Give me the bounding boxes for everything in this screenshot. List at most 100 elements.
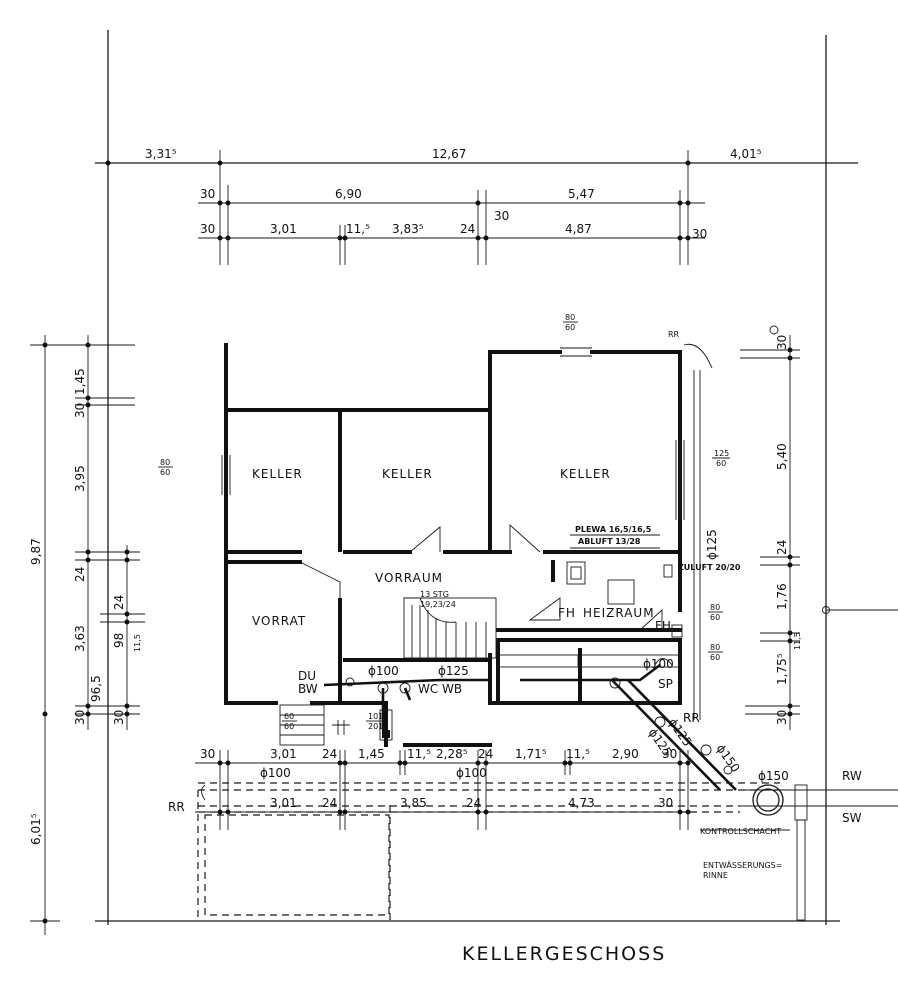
note-rr-1: RR xyxy=(668,330,680,339)
note-stairs-count: 13 STG xyxy=(420,590,449,599)
pipe-label-9: ϕ100 xyxy=(260,766,291,780)
drawing-title: KELLERGESCHOSS xyxy=(462,943,666,965)
note-plewa: PLEWA 16,5/16,5 xyxy=(575,525,652,534)
pipe-label-10: ϕ100 xyxy=(456,766,487,780)
dim-top-3e: 24 xyxy=(460,222,475,236)
window-5-bot: 60 xyxy=(710,653,720,662)
window-7-top: 101 xyxy=(368,712,383,721)
dim-bottom-2a: 3,01 xyxy=(270,796,297,810)
window-6-top: 60 xyxy=(284,712,294,721)
dimension-bottom: 30 3,01 24 1,45 11,⁵ 2,28⁵ 24 1,71⁵ 11,⁵… xyxy=(195,747,691,830)
dim-top-3a: 30 xyxy=(200,222,215,236)
dim-left-e: 3,63 xyxy=(73,625,87,652)
dim-bottom-2d: 24 xyxy=(466,796,481,810)
dim-top-1b: 12,67 xyxy=(432,147,466,161)
note-kontrollschacht: KONTROLLSCHACHT xyxy=(700,827,781,836)
dim-top-2a: 30 xyxy=(200,187,215,201)
pipe-label-8: ϕ150 xyxy=(758,769,789,783)
pipe-label-2: ϕ125 xyxy=(438,664,469,678)
note-sw: SW xyxy=(842,811,862,825)
note-entwaesserung-1: ENTWÄSSERUNGS= xyxy=(703,860,782,870)
dim-left-b: 30 xyxy=(73,403,87,418)
dim-top-2b: 6,90 xyxy=(335,187,362,201)
dim-left-h: 24 xyxy=(112,595,126,610)
dim-bottom-2b: 24 xyxy=(322,796,337,810)
walls xyxy=(221,343,685,747)
dim-right-f: 11,5 xyxy=(793,632,802,650)
dim-top-3c: 11,⁵ xyxy=(346,222,370,236)
dim-bottom-2c: 3,85 xyxy=(400,796,427,810)
dim-left-g: 30 xyxy=(73,710,87,725)
dim-bottom-2f: 30 xyxy=(658,796,673,810)
dim-top-3h: 30 xyxy=(692,227,707,241)
label-bw: BW xyxy=(298,682,318,696)
note-abluft: ABLUFT 13/28 xyxy=(578,537,641,546)
window-3-bot: 60 xyxy=(716,459,726,468)
window-5-top: 80 xyxy=(710,643,720,652)
room-vorrat: VORRAT xyxy=(252,614,306,628)
terrace-outline xyxy=(197,782,898,921)
dim-top-3b: 3,01 xyxy=(270,222,297,236)
note-stairs-dim: 19,23/24 xyxy=(420,600,456,609)
label-sp: SP xyxy=(658,677,673,691)
pipe-label-1: ϕ100 xyxy=(368,664,399,678)
drain-pipes xyxy=(201,343,737,801)
dim-left-c: 3,95 xyxy=(73,465,87,492)
dim-left-k: 30 xyxy=(112,710,126,725)
dim-left-bottom: 6,01⁵ xyxy=(29,813,43,845)
dim-bottom-1h: 1,71⁵ xyxy=(515,747,547,761)
dim-bottom-1g: 24 xyxy=(478,747,493,761)
dim-top-3d: 3,83⁵ xyxy=(392,222,424,236)
room-keller-3: KELLER xyxy=(560,467,611,481)
label-du: DU xyxy=(298,669,316,683)
dim-left-a: 1,45 xyxy=(73,368,87,395)
dim-right-a: 30 xyxy=(775,335,789,350)
window-2-top: 80 xyxy=(160,458,170,467)
pipe-label-5: ϕ125 xyxy=(646,726,675,759)
dim-left-f: 96,5 xyxy=(89,675,103,702)
dim-bottom-1a: 30 xyxy=(200,747,215,761)
window-labels: 80 60 80 60 125 60 80 60 80 60 60 60 101… xyxy=(158,313,730,731)
note-zuluft: ZULUFT 20/20 xyxy=(678,563,741,572)
room-labels: KELLER KELLER KELLER VORRAUM VORRAT HEIZ… xyxy=(252,467,673,696)
dim-top-3g: 4,87 xyxy=(565,222,592,236)
dim-top-1a: 3,31⁵ xyxy=(145,147,177,161)
dim-bottom-1i: 11,⁵ xyxy=(566,747,590,761)
note-rr-2: RR xyxy=(683,711,700,725)
pipe-label-4: ϕ125 xyxy=(705,529,719,560)
window-4-top: 80 xyxy=(710,603,720,612)
dim-top-2c: 5,47 xyxy=(568,187,595,201)
window-6-bot: 60 xyxy=(284,722,294,731)
label-fh-1: FH xyxy=(558,606,576,620)
dim-bottom-1b: 3,01 xyxy=(270,747,297,761)
dim-bottom-1j: 2,90 xyxy=(612,747,639,761)
dim-top-3f: 30 xyxy=(494,209,509,223)
pipe-label-3: ϕ100 xyxy=(643,657,674,671)
dim-top-1c: 4,01⁵ xyxy=(730,147,762,161)
window-3-top: 125 xyxy=(714,449,729,458)
dim-right-b: 5,40 xyxy=(775,443,789,470)
note-entwaesserung-2: RINNE xyxy=(703,871,728,880)
label-fh-2: FH xyxy=(655,619,671,633)
dim-bottom-1c: 24 xyxy=(322,747,337,761)
dim-bottom-2e: 4,73 xyxy=(568,796,595,810)
dim-bottom-1k: 30 xyxy=(662,747,677,761)
window-7-bot: 201 xyxy=(368,722,383,731)
note-rr-3: RR xyxy=(168,800,185,814)
dim-right-c: 24 xyxy=(775,540,789,555)
note-rw: RW xyxy=(842,769,862,783)
dim-left-d: 24 xyxy=(73,567,87,582)
dimension-left: 9,87 6,01⁵ 1,45 30 3,95 24 3,63 96,5 30 … xyxy=(29,335,145,935)
dim-right-e: 1,75⁵ xyxy=(775,653,789,685)
dim-right-d: 1,76 xyxy=(775,583,789,610)
staircase xyxy=(279,597,497,746)
window-2-bot: 60 xyxy=(160,468,170,477)
dim-bottom-1d: 1,45 xyxy=(358,747,385,761)
dim-left-total: 9,87 xyxy=(29,538,43,565)
dim-bottom-1f: 2,28⁵ xyxy=(436,747,468,761)
room-keller-1: KELLER xyxy=(252,467,303,481)
room-heizraum: HEIZRAUM xyxy=(583,606,655,620)
annotations: PLEWA 16,5/16,5 ABLUFT 13/28 ZULUFT 20/2… xyxy=(168,330,862,880)
window-4-bot: 60 xyxy=(710,613,720,622)
